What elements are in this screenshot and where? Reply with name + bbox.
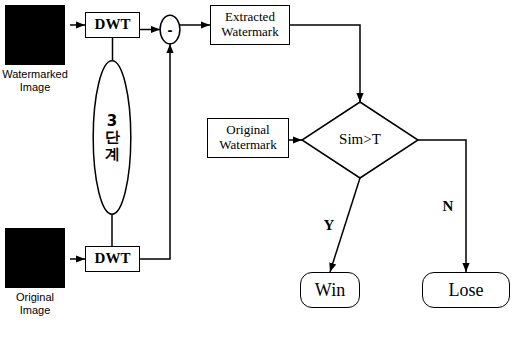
data-box: Extracted Watermark: [210, 5, 290, 45]
image-thumbnail: Watermarked Image: [0, 5, 70, 100]
node-label: DWT: [95, 250, 131, 267]
flow-arrow: [111, 215, 113, 246]
image-label: Watermarked Image: [2, 68, 68, 93]
node-label: 3단계: [105, 113, 120, 163]
result-terminal: Win: [300, 272, 360, 308]
image-square: [5, 228, 65, 288]
image-square: [5, 5, 65, 65]
subtract-circle: -: [160, 15, 180, 44]
level-ellipse: 3단계: [93, 60, 131, 215]
branch-label: N: [441, 199, 456, 214]
flow-arrow: [180, 24, 210, 26]
data-box: Original Watermark: [207, 118, 289, 158]
branch-label: Y: [322, 218, 337, 233]
flow-arrow: [418, 140, 466, 272]
node-label: Lose: [449, 280, 484, 301]
result-terminal: Lose: [422, 272, 510, 308]
node-label: Sim>T: [339, 131, 381, 148]
flow-arrow: [70, 258, 85, 260]
node-label: -: [168, 21, 173, 38]
decision-diamond: Sim>T: [302, 102, 418, 178]
flow-arrow: [290, 25, 360, 102]
flow-arrow: [70, 24, 85, 26]
image-thumbnail: Original Image: [0, 228, 70, 323]
flow-arrow: [112, 38, 114, 60]
node-label: Win: [315, 280, 345, 301]
node-label: Extracted Watermark: [221, 10, 278, 40]
process-box: DWT: [85, 246, 140, 272]
node-label: DWT: [95, 16, 131, 33]
flow-arrow: [140, 29, 160, 31]
flow-arrow: [289, 139, 302, 141]
flow-arrow: [140, 44, 170, 259]
image-label: Original Image: [16, 291, 54, 316]
process-box: DWT: [85, 12, 140, 38]
node-label: Original Watermark: [219, 123, 276, 153]
